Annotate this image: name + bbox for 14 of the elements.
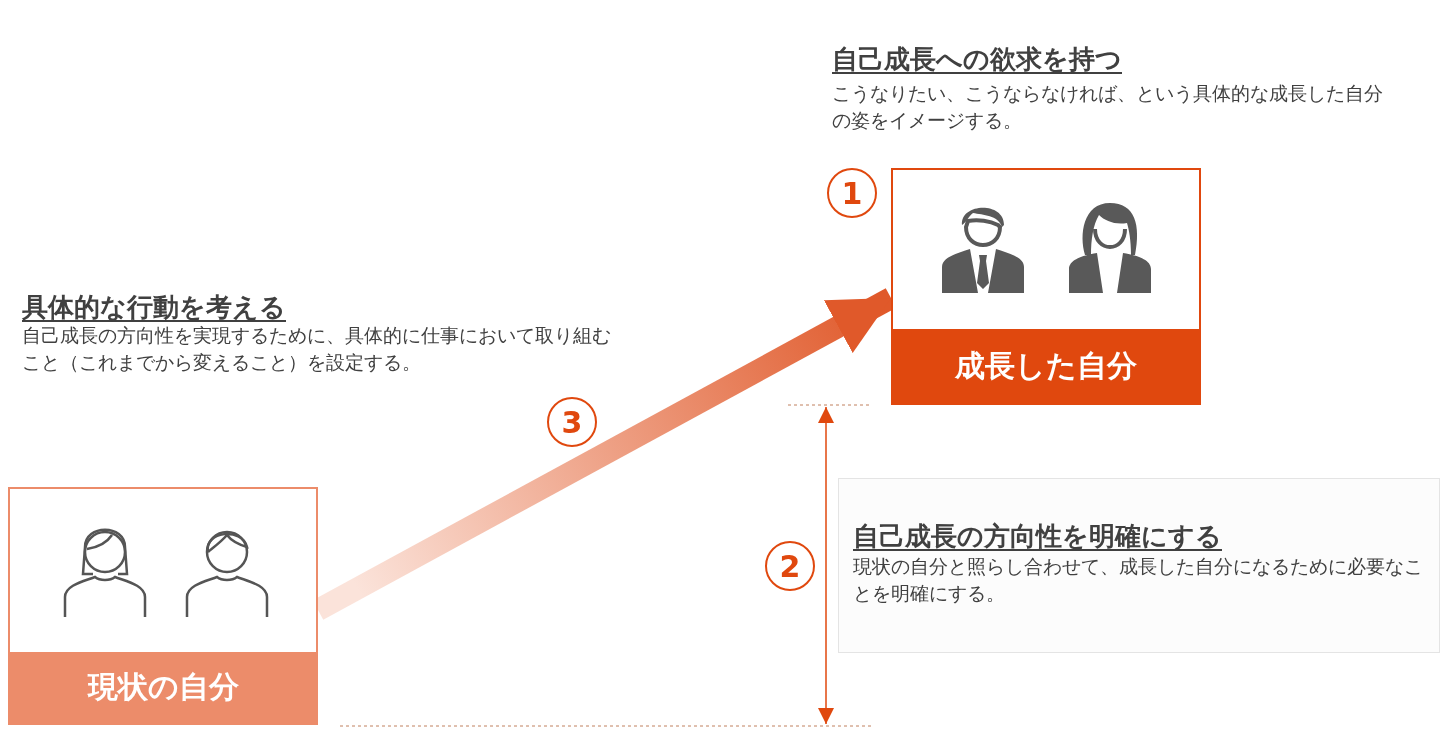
description: 現状の自分と照らし合わせて、成長した自分になるために必要なことを明確にする。	[853, 554, 1424, 606]
step-number: 2	[765, 541, 815, 591]
heading: 自己成長の方向性を明確にする	[853, 520, 1222, 553]
person-card	[8, 487, 318, 725]
heading: 自己成長への欲求を持つ	[832, 43, 1122, 76]
heading: 具体的な行動を考える	[22, 291, 286, 324]
card-title: 現状の自分	[10, 652, 316, 723]
description: こうなりたい、こうならなければ、という具体的な成長した自分の姿をイメージする。	[832, 81, 1384, 133]
text-card	[838, 478, 1440, 653]
description: 自己成長の方向性を実現するために、具体的に仕事において取り組むこと（これまでから変えること）を設定する。	[22, 323, 612, 375]
step-number: 3	[547, 397, 597, 447]
card-title: 成長した自分	[893, 329, 1199, 403]
person-card	[891, 168, 1201, 405]
step-number: 1	[827, 168, 877, 218]
